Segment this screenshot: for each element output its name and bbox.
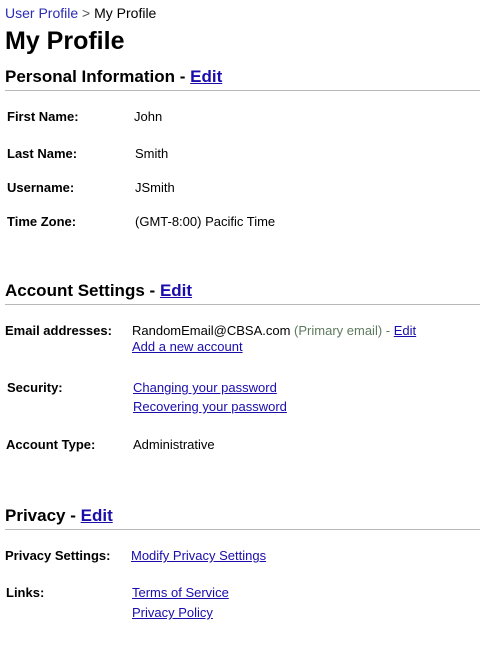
email-address-row: RandomEmail@CBSA.com (Primary email) - E…: [132, 323, 416, 339]
add-new-account-link[interactable]: Add a new account: [132, 339, 243, 354]
privacy-divider: [5, 529, 480, 530]
last-name-value: Smith: [135, 146, 169, 161]
personal-information-divider: [5, 90, 480, 91]
last-name-label: Last Name:: [7, 146, 77, 162]
account-type-label: Account Type:: [6, 437, 96, 452]
breadcrumb: User Profile > My Profile: [5, 5, 156, 22]
change-password-link[interactable]: Changing your password: [133, 380, 277, 395]
links-label: Links:: [6, 585, 45, 600]
personal-information-dash: -: [179, 67, 186, 86]
page-title: My Profile: [5, 27, 125, 55]
privacy-title: Privacy: [5, 506, 66, 525]
account-settings-divider: [5, 304, 480, 305]
personal-information-header: Personal Information - Edit: [5, 67, 222, 87]
privacy-settings-label: Privacy Settings:: [5, 548, 111, 563]
account-settings-header: Account Settings - Edit: [5, 281, 192, 301]
account-settings-dash: -: [149, 281, 156, 300]
first-name-value: John: [134, 109, 163, 124]
privacy-dash: -: [70, 506, 76, 525]
primary-email-note: (Primary email): [294, 323, 383, 338]
account-settings-edit-link[interactable]: Edit: [159, 281, 193, 300]
account-type-value: Administrative: [133, 437, 215, 452]
privacy-policy-link[interactable]: Privacy Policy: [132, 605, 213, 620]
personal-information-edit-link[interactable]: Edit: [190, 67, 223, 86]
personal-information-title: Personal Information: [5, 67, 176, 86]
time-zone-value: (GMT-8:00) Pacific Time: [135, 214, 276, 229]
time-zone-label: Time Zone:: [7, 214, 77, 229]
privacy-header: Privacy - Edit: [5, 506, 113, 526]
breadcrumb-current: My Profile: [94, 5, 157, 21]
username-label: Username:: [7, 180, 75, 195]
email-address-value: RandomEmail@CBSA.com: [132, 323, 291, 338]
email-edit-link[interactable]: Edit: [393, 323, 417, 338]
first-name-label: First Name:: [7, 109, 79, 124]
email-addresses-label: Email addresses:: [5, 323, 112, 338]
account-settings-title: Account Settings: [5, 281, 145, 300]
breadcrumb-user-profile-link[interactable]: User Profile: [5, 5, 79, 21]
last-name-label-text: Last Name:: [7, 146, 78, 161]
username-value: JSmith: [135, 180, 175, 195]
breadcrumb-separator: >: [82, 5, 91, 21]
privacy-edit-link[interactable]: Edit: [80, 506, 113, 525]
recover-password-link[interactable]: Recovering your password: [133, 399, 287, 414]
terms-of-service-link[interactable]: Terms of Service: [132, 585, 229, 600]
email-edit-dash: -: [385, 323, 391, 338]
security-label: Security:: [7, 380, 63, 395]
modify-privacy-settings-link[interactable]: Modify Privacy Settings: [131, 548, 267, 563]
